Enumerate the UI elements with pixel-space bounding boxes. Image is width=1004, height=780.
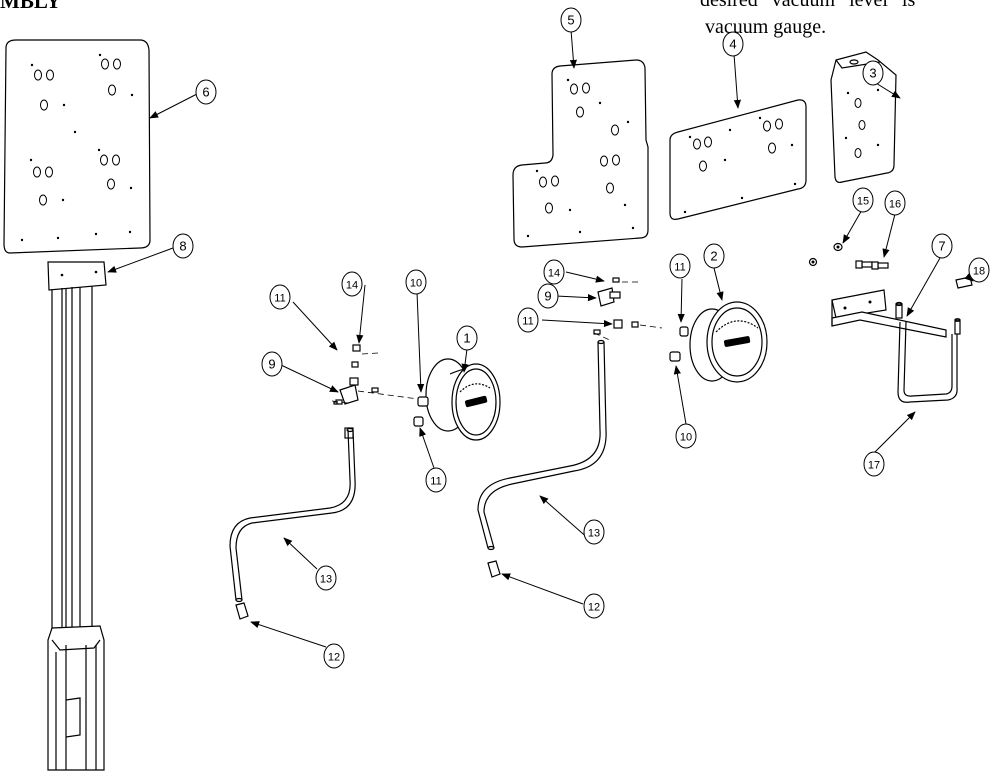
callout-14: 14 — [543, 259, 565, 285]
callout-13: 13 — [583, 519, 605, 545]
callout-number: 13 — [320, 574, 332, 586]
callout-number: 6 — [202, 85, 209, 100]
post-part-8 — [47, 261, 107, 771]
callout-11: 11 — [425, 467, 447, 493]
callout-6: 6 — [195, 79, 217, 105]
plate-part-5 — [512, 59, 649, 248]
callout-16: 16 — [884, 190, 906, 216]
callout-number: 16 — [889, 199, 901, 211]
callout-number: 11 — [430, 476, 441, 488]
callout-number: 5 — [567, 13, 574, 28]
callout-circle — [195, 79, 217, 105]
callout-10: 10 — [675, 423, 697, 449]
callout-number: 12 — [328, 652, 340, 664]
fittings-left — [333, 344, 429, 439]
callout-10: 10 — [405, 269, 427, 295]
callout-15: 15 — [852, 187, 874, 213]
callout-9: 9 — [261, 351, 283, 377]
base-bracket-part-7 — [831, 289, 961, 338]
callout-circle — [583, 519, 605, 545]
callout-number: 10 — [410, 278, 422, 290]
callout-circle — [405, 269, 427, 295]
callout-18: 18 — [968, 257, 990, 283]
callout-11: 11 — [517, 307, 539, 333]
callout-circle — [341, 271, 363, 297]
note-text-line-1: desired vacuum level is — [700, 0, 916, 11]
callout-circle — [968, 257, 990, 283]
callout-2: 2 — [703, 243, 725, 269]
tube-part-13-left — [229, 427, 356, 603]
callout-circle — [931, 233, 953, 259]
tube-part-13-right — [477, 339, 607, 551]
callout-5: 5 — [560, 7, 582, 33]
callout-circle — [669, 253, 691, 279]
callout-9: 9 — [537, 283, 559, 309]
callout-number: 3 — [869, 66, 876, 81]
callout-circle — [852, 187, 874, 213]
callout-17: 17 — [863, 451, 885, 477]
callout-number: 11 — [274, 293, 285, 305]
callout-8: 8 — [172, 233, 194, 259]
callout-circle — [862, 60, 884, 86]
callout-circle — [315, 565, 337, 591]
callout-number: 1 — [463, 331, 470, 346]
callout-circle — [261, 351, 283, 377]
callout-11: 11 — [669, 253, 691, 279]
callout-circle — [517, 307, 539, 333]
callout-circle — [323, 643, 345, 669]
callout-circle — [560, 7, 582, 33]
callout-circle — [583, 593, 605, 619]
vacuum-gauge-part-1 — [425, 358, 501, 441]
plate-part-6 — [3, 39, 151, 254]
callout-number: 9 — [268, 357, 275, 372]
callout-number: 11 — [522, 316, 533, 328]
callout-1: 1 — [456, 325, 478, 351]
callout-circle — [703, 243, 725, 269]
callout-number: 17 — [868, 460, 880, 472]
callout-12: 12 — [323, 643, 345, 669]
callout-number: 2 — [710, 249, 717, 264]
callout-number: 15 — [857, 196, 869, 208]
callout-number: 11 — [674, 262, 685, 274]
callout-number: 14 — [548, 268, 560, 280]
callout-number: 12 — [588, 602, 600, 614]
callout-number: 18 — [973, 266, 985, 278]
callout-circle — [425, 467, 447, 493]
callout-number: 4 — [729, 37, 736, 52]
callout-number: 9 — [544, 289, 551, 304]
callout-circle — [172, 233, 194, 259]
bracket-part-3 — [830, 51, 897, 184]
callout-circle — [456, 325, 478, 351]
callout-12: 12 — [583, 593, 605, 619]
callout-circle — [884, 190, 906, 216]
fittings-right — [593, 277, 689, 362]
callout-11: 11 — [269, 284, 291, 310]
callout-circle — [537, 283, 559, 309]
callout-circle — [675, 423, 697, 449]
section-heading: MBLY — [0, 0, 62, 13]
plate-part-4 — [669, 99, 807, 220]
callout-3: 3 — [862, 60, 884, 86]
callout-number: 8 — [179, 239, 186, 254]
callout-circle — [863, 451, 885, 477]
callout-circle — [269, 284, 291, 310]
callout-number: 7 — [938, 239, 945, 254]
u-bolt-part-17 — [897, 321, 958, 403]
callout-14: 14 — [341, 271, 363, 297]
callout-4: 4 — [722, 31, 744, 57]
callout-number: 14 — [346, 280, 358, 292]
callout-circle — [722, 31, 744, 57]
callout-number: 10 — [680, 432, 692, 444]
callout-number: 13 — [588, 528, 600, 540]
alignment-lines — [331, 281, 663, 404]
fitting-part-12 — [235, 560, 501, 620]
hardware-15-16-18 — [808, 242, 973, 289]
callout-circle — [543, 259, 565, 285]
callout-7: 7 — [931, 233, 953, 259]
vacuum-gauge-part-2 — [689, 301, 768, 383]
callout-13: 13 — [315, 565, 337, 591]
